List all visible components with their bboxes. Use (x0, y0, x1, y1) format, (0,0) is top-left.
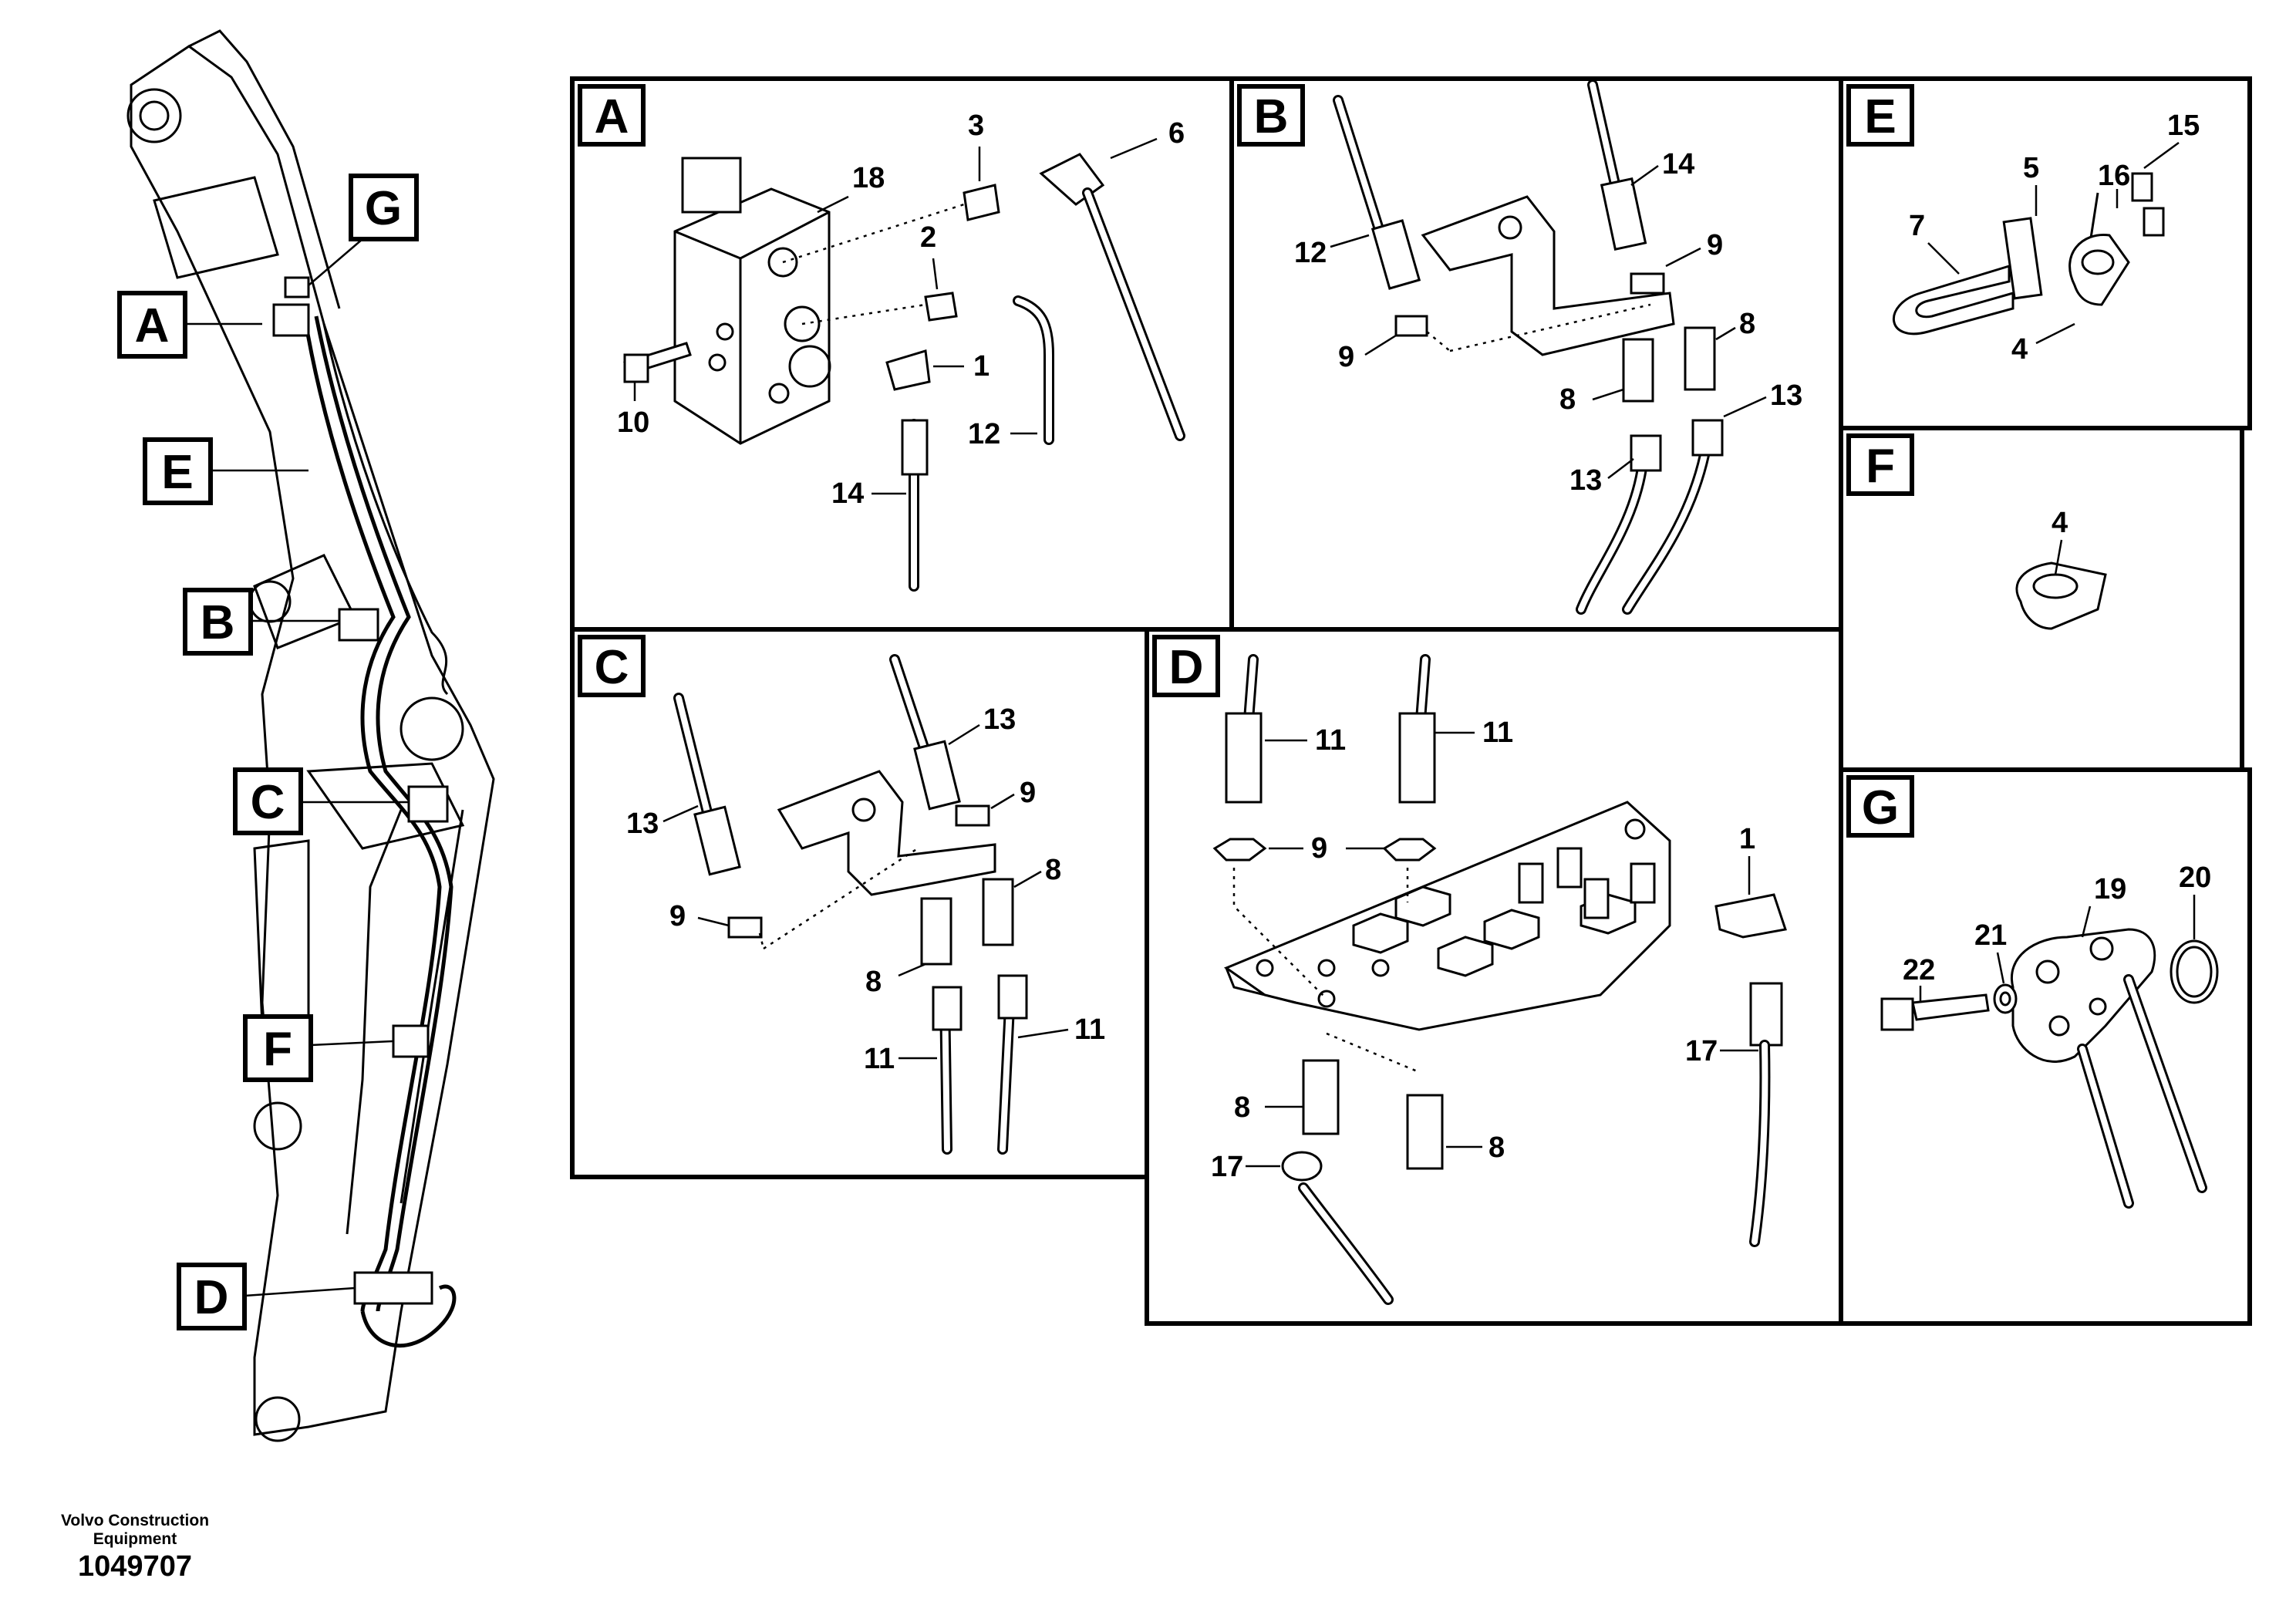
part-number: 20 (2179, 862, 2211, 894)
part-number: 10 (617, 406, 649, 439)
panel-D: D (1145, 627, 1843, 1326)
panel-E: E 15 5 16 7 4 (1839, 76, 2252, 430)
part-number: 4 (2011, 333, 2028, 366)
part-number: 15 (2167, 110, 2200, 142)
part-number: 8 (1559, 383, 1576, 416)
part-number: 4 (2052, 507, 2068, 539)
part-number: 2 (920, 221, 936, 254)
part-number: 12 (968, 418, 1000, 450)
part-number: 21 (1974, 919, 2007, 952)
panel-F: F 4 (1839, 426, 2244, 772)
part-number: 19 (2094, 873, 2126, 905)
panel-label: D (1169, 641, 1204, 694)
overview-callout-F[interactable]: F (243, 1014, 394, 1082)
panel-B: B 14 12 9 9 8 8 1 (1229, 76, 1843, 632)
part-number: 8 (1739, 308, 1755, 340)
panel-label: B (1254, 90, 1289, 143)
overview-callout-C[interactable]: C (233, 767, 409, 835)
panel-label-box (1846, 433, 1914, 496)
overview-callout-G[interactable]: G (308, 174, 419, 286)
part-number: 8 (1489, 1131, 1505, 1164)
callout-label: D (194, 1271, 229, 1324)
callout-label: A (135, 299, 170, 352)
part-number: 13 (626, 808, 659, 840)
panel-A: A 18 3 6 2 (570, 76, 1234, 632)
part-number: 8 (865, 966, 882, 998)
part-number: 17 (1685, 1035, 1718, 1067)
part-number: 14 (831, 477, 864, 510)
panel-label: F (1866, 440, 1895, 493)
panel-label-box (578, 635, 646, 697)
panel-C: C 13 13 9 9 8 8 11 11 (570, 627, 1149, 1179)
callout-label: C (251, 776, 285, 829)
company-name: Volvo Construction Equipment (46, 1512, 224, 1549)
panel-G: G 19 20 21 22 (1839, 767, 2252, 1326)
company-line-2: Equipment (93, 1530, 177, 1548)
part-number: 9 (1338, 341, 1354, 373)
part-number: 16 (2098, 160, 2130, 192)
part-number: 14 (1662, 148, 1694, 180)
panel-label: E (1864, 90, 1896, 143)
part-number: 9 (1311, 832, 1327, 865)
panel-label: G (1862, 781, 1899, 835)
part-number: 11 (1482, 717, 1513, 749)
part-number: 8 (1045, 854, 1061, 886)
drawing-number: 1049707 (78, 1550, 192, 1583)
part-number: 12 (1294, 237, 1327, 269)
part-number: 18 (852, 162, 885, 194)
overview-callout-E[interactable]: E (143, 437, 308, 505)
part-number: 6 (1168, 117, 1185, 150)
panel-label-box (1152, 635, 1220, 697)
panel-frame (570, 627, 1149, 1179)
part-number: 13 (1569, 464, 1602, 497)
overview-callout-A[interactable]: A (117, 291, 262, 359)
panel-label-box (1237, 84, 1305, 147)
overview-callout-D[interactable]: D (177, 1263, 356, 1330)
part-number: 9 (1707, 229, 1723, 261)
callout-label: F (263, 1023, 292, 1076)
callout-label: B (201, 596, 235, 649)
panel-label-box (578, 84, 646, 147)
part-number: 5 (2023, 152, 2039, 184)
part-number: 7 (1909, 210, 1925, 242)
part-number: 9 (1020, 777, 1036, 809)
panel-label: A (595, 90, 629, 143)
part-number: 13 (1770, 379, 1802, 412)
part-number: 1 (1739, 823, 1755, 855)
panel-frame (1839, 767, 2252, 1326)
part-number: 11 (864, 1043, 895, 1075)
panel-label-box (1846, 84, 1914, 147)
part-number: 11 (1074, 1013, 1105, 1046)
part-number: 22 (1903, 954, 1935, 986)
part-number: 8 (1234, 1091, 1250, 1124)
part-number: 1 (973, 350, 990, 383)
arm-overview (126, 29, 495, 1442)
panel-label: C (595, 641, 629, 694)
company-line-1: Volvo Construction (60, 1512, 210, 1529)
panel-frame (1229, 76, 1843, 632)
part-number: 9 (669, 900, 686, 932)
part-number: 3 (968, 110, 984, 142)
panel-label-box (1846, 775, 1914, 838)
part-number: 13 (983, 703, 1016, 736)
callout-label: E (161, 446, 193, 499)
overview-callout-B[interactable]: B (183, 588, 339, 656)
part-number: 17 (1211, 1151, 1243, 1183)
part-number: 11 (1315, 724, 1346, 757)
callout-label: G (365, 182, 402, 235)
